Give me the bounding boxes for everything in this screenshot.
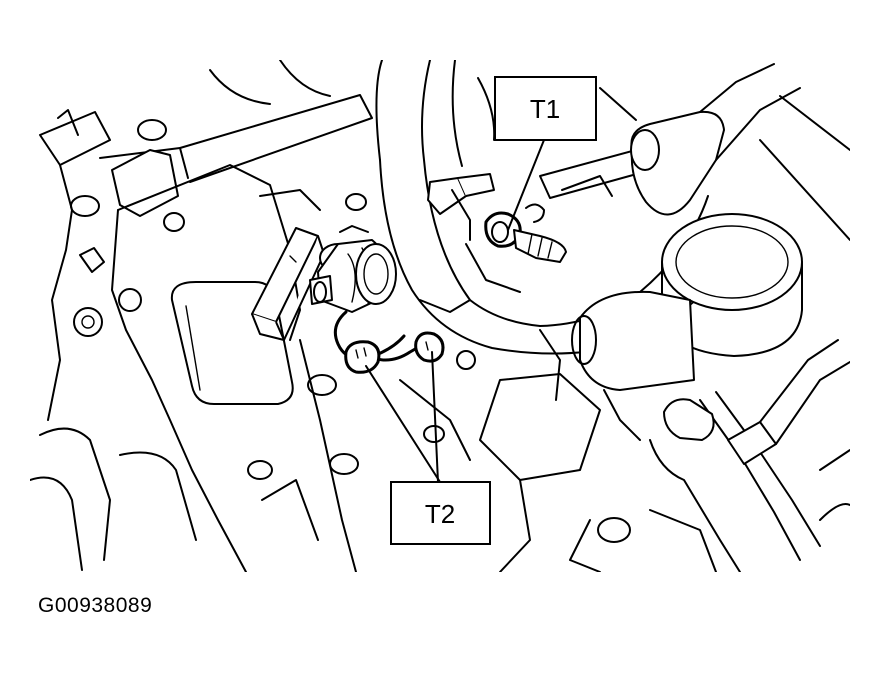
callout-t1-label: T1 <box>530 94 560 124</box>
t1-leader-line <box>507 139 545 231</box>
callout-t1: T1 <box>494 76 597 141</box>
callout-t2-box <box>390 481 491 545</box>
engine-line-art <box>30 60 850 572</box>
t2-leader-line-left <box>365 365 441 483</box>
callout-t2-label: T2 <box>425 499 455 529</box>
t2-leader-line-right <box>431 351 439 483</box>
callout-t2: T2 <box>390 481 491 545</box>
callout-t1-box <box>494 76 597 141</box>
figure-id: G00938089 <box>38 594 153 617</box>
